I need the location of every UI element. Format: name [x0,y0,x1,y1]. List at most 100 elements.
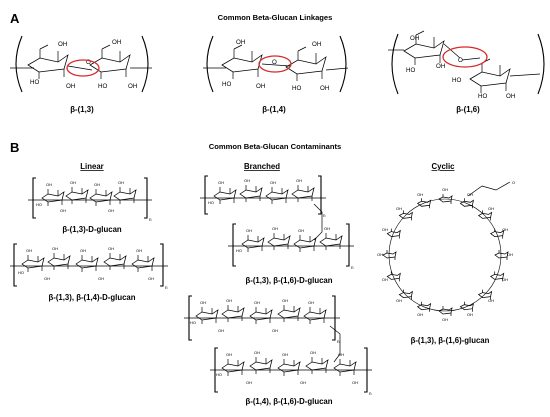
atom-label: OH [282,352,288,357]
repeat-subscript: n [149,217,152,222]
column-heading-linear: Linear [80,162,103,171]
atom-label: OH [218,180,224,185]
linkage-beta-1-3: O OH HO OH OH HO OH β-(1,3) [10,35,152,114]
structure-label-branched-1: β-(1,3), β-(1,6)-D-glucan [245,276,332,285]
oxygen-bridge: O [86,59,91,66]
atom-label: OH [80,248,86,253]
atom-label: OH [226,298,232,303]
glucose-unit [399,210,413,221]
atom-label: OH [382,227,388,232]
atom-label: OH [112,39,121,46]
structure-label-cyclic: β-(1,3), β-(1,6)-glucan [411,336,490,345]
panel-a-title: Common Beta-Glucan Linkages [218,13,333,22]
panel-b-letter: B [10,140,19,155]
linkage-label-1-3: β-(1,3) [70,105,94,114]
atom-label: OH [436,63,445,70]
atom-label: OH [488,298,494,303]
atom-label: HO [208,200,214,205]
atom-label: OH [417,192,423,197]
atom-label: O [512,180,515,185]
linkage-beta-1-4: O OH HO OH OH HO OH β-(1,4) [203,35,349,114]
repeat-subscript: n [351,265,354,270]
atom-label: HO [478,93,487,100]
linkage-highlight [442,46,488,68]
atom-label: OH [66,83,75,90]
atom-label: OH [118,180,124,185]
atom-label: OH [396,206,402,211]
atom-label: OH [442,317,448,322]
structure-label-branched-2: β-(1,4), β-(1,6)-D-glucan [245,397,332,406]
atom-label: OH [300,380,306,385]
atom-label: OH [26,248,32,253]
atom-label: OH [254,350,260,355]
linkage-label-1-4: β-(1,4) [262,105,286,114]
atom-label: OH [310,350,316,355]
atom-label: OH [282,298,288,303]
atom-label: HO [292,85,301,92]
atom-label: OH [298,228,304,233]
atom-label: OH [70,180,76,185]
structure-linear-beta-1-3: HO OH OH OH OH OH OH n β-(1,3)-D-glucan [28,177,152,234]
panel-b-title: Common Beta-Glucan Contaminants [209,142,341,151]
structure-branched-beta-1-4-1-6: HO OH OH OH OH OH OH OH n HO OH OH OH OH… [184,295,372,406]
atom-label: OH [200,300,206,305]
atom-label: HO [216,372,222,377]
cyclic-backbone [388,198,502,312]
atom-label: OH [488,206,494,211]
atom-label: HO [236,248,242,253]
structure-label-linear-1: β-(1,3)-D-glucan [62,225,122,234]
repeat-subscript: n [323,213,326,218]
atom-label: OH [272,226,278,231]
atom-label: OH [442,187,448,192]
atom-label: OH [236,39,245,46]
oxygen-bridge: O [458,57,463,64]
atom-label: OH [312,41,321,48]
atom-label: OH [94,182,100,187]
linkage-label-1-6: β-(1,6) [456,105,480,114]
linkage-highlight [66,59,100,77]
atom-label: OH [396,298,402,303]
oxygen-bridge: O [272,59,277,66]
glucose-unit [386,228,401,239]
structure-branched-beta-1-3-1-6: HO OH OH OH OH n HO OH OH OH OH n β-(1,3… [200,175,354,285]
atom-label: OH [108,208,114,213]
atom-label: OH [320,85,329,92]
atom-label: OH [98,276,104,281]
atom-label: HO [452,77,461,84]
atom-label: OH [467,312,473,317]
atom-label: OH [272,328,278,333]
atom-label: OH [296,178,302,183]
atom-label: OH [218,328,224,333]
atom-label: OH [502,277,508,282]
atom-label: OH [256,83,265,90]
atom-label: OH [226,352,232,357]
atom-label: OH [108,246,114,251]
atom-label: HO [406,67,415,74]
atom-label: OH [417,312,423,317]
atom-label: OH [52,246,58,251]
atom-label: OH [244,178,250,183]
structure-linear-beta-1-3-1-4: HO OH OH OH OH OH OH OH OH n β-(1,3), β-… [10,243,168,302]
atom-label: OH [128,83,137,90]
atom-label: OH [308,300,314,305]
repeat-subscript: n [165,285,168,290]
atom-label: HO [30,79,39,86]
atom-label: OH [44,276,50,281]
atom-label: OH [58,41,67,48]
atom-label: OH [148,276,154,281]
atom-label: OH [507,252,513,257]
atom-label: OH [502,227,508,232]
linkage-beta-1-6: OH HO OH O HO HO OH β-(1,6) [388,30,545,114]
atom-label: OH [377,252,383,257]
repeat-subscript: n [337,339,340,344]
atom-label: OH [246,228,252,233]
atom-label: HO [36,202,42,207]
panel-a-letter: A [10,11,20,26]
atom-label: OH [506,93,515,100]
atom-label: HO [18,270,24,275]
atom-label: OH [410,35,419,42]
atom-label: HO [222,81,231,88]
atom-label: OH [246,380,252,385]
